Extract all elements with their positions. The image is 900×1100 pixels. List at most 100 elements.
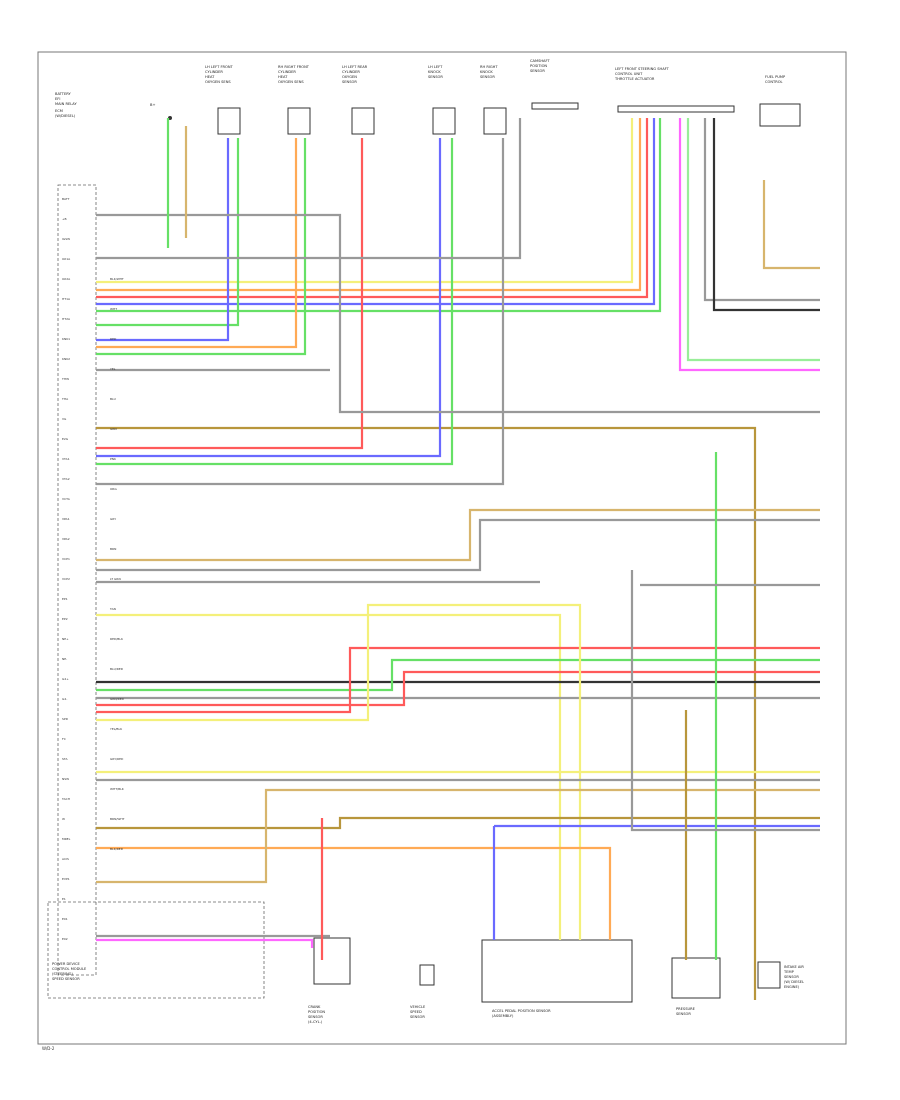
svg-text:KNOCK: KNOCK [428, 70, 441, 74]
ecm-pin-label: ACIS [62, 857, 69, 861]
ecm-pin-label: VG [62, 417, 67, 421]
svg-text:POSITION: POSITION [530, 64, 547, 68]
speed-sensor-component: VEHICLE SPEED SENSOR [410, 964, 435, 1019]
svg-text:SENSOR: SENSOR [410, 1015, 425, 1019]
wire-tan-1 [96, 508, 820, 562]
wire-group [96, 118, 820, 1000]
wire-color-label: BRN/WHT [110, 817, 125, 821]
ecm-pin-label: IGSW [62, 237, 70, 241]
svg-text:RH RIGHT FRONT: RH RIGHT FRONT [278, 65, 310, 69]
wire-grn-5 [96, 658, 820, 692]
svg-text:POSITION: POSITION [308, 1010, 325, 1014]
svg-text:FUEL PUMP: FUEL PUMP [765, 75, 786, 79]
ecm-pin-label: W [62, 817, 65, 821]
wire-color-label: RED [110, 337, 117, 341]
svg-text:CYLINDER: CYLINDER [342, 70, 360, 74]
svg-text:CYLINDER: CYLINDER [205, 70, 223, 74]
svg-text:HEAT: HEAT [205, 75, 215, 79]
ecm-pin-label: VPA1 [62, 517, 70, 521]
ecm-block [57, 184, 97, 976]
svg-text:SENSOR: SENSOR [784, 975, 799, 979]
ecm-pin-label: KNK2 [62, 357, 70, 361]
ecm-pin-label: FC [62, 737, 66, 741]
inj-rf-component: RH RIGHT FRONT CYLINDER HEAT OXYGEN SENS [278, 65, 311, 135]
ecm-pin-label: NE+ [62, 637, 69, 641]
ecm-label: POWER DEVICE CONTROL MODULE (STEERING) S… [52, 962, 87, 981]
ecm-pin-label: VPA2 [62, 537, 70, 541]
svg-text:OXYGEN SENS: OXYGEN SENS [205, 80, 231, 84]
accel-component: ACCEL PEDAL POSITION SENSOR (ASSEMBLY) [481, 939, 633, 1018]
wire-red-2 [96, 138, 364, 450]
wire-color-label: TAN [109, 607, 116, 611]
ecm-pin-label: VCTA [62, 497, 71, 501]
wire-blu-1 [96, 118, 656, 306]
ecm-pin-label: EP1 [62, 597, 68, 601]
wire-ltgrn-1 [686, 118, 820, 362]
wire-org-3 [96, 846, 612, 940]
ecm-pin-label: STA [62, 757, 69, 761]
svg-text:MAIN RELAY: MAIN RELAY [55, 102, 77, 106]
wire-org-2 [96, 138, 298, 349]
wire-tan-2 [96, 788, 820, 884]
svg-text:(W/DIESEL): (W/DIESEL) [55, 114, 76, 118]
ecm-pin-label: E01 [62, 917, 68, 921]
wire-color-label: WHT/BLK [110, 787, 125, 791]
ecm-bottom-box [47, 901, 265, 999]
svg-text:TEMP: TEMP [783, 970, 795, 974]
ecm-pin-label: E2G [62, 437, 69, 441]
knock-left-component: LH LEFT KNOCK SENSOR [428, 65, 456, 135]
wire-brn-1 [96, 426, 757, 1000]
svg-text:CONTROL: CONTROL [765, 80, 783, 84]
svg-text:CYLINDER: CYLINDER [278, 70, 296, 74]
wire-grn-4 [96, 138, 454, 466]
wire-color-label: GRY/RED [110, 757, 124, 761]
page-label: W/D-2 [42, 1046, 55, 1051]
wire-color-label: WHT [110, 307, 117, 311]
ecm-pin-label: NE- [62, 657, 67, 661]
wire-gry-10 [96, 118, 522, 260]
svg-text:LH LEFT FRONT: LH LEFT FRONT [205, 65, 234, 69]
wire-yel-1 [96, 118, 634, 284]
intake-component: INTAKE AIR TEMP SENSOR (W/ DIESEL ENGINE… [757, 961, 804, 989]
svg-text:OXYGEN SENS: OXYGEN SENS [278, 80, 304, 84]
wire-blu-3 [96, 138, 442, 458]
svg-text:POWER DEVICE: POWER DEVICE [52, 962, 81, 966]
wire-color-label: YEL [110, 367, 116, 371]
pressure-component: PRESSURE SENSOR [671, 957, 721, 1016]
wire-yel-2 [96, 613, 562, 940]
knock-right-component: RH RIGHT KNOCK SENSOR [480, 65, 507, 135]
svg-text:SPEED SENSOR: SPEED SENSOR [52, 977, 80, 981]
svg-text:CONTROL UNIT: CONTROL UNIT [615, 72, 643, 76]
inj-lf-component: LH LEFT FRONT CYLINDER HEAT OXYGEN SENS [205, 65, 241, 135]
svg-text:VEHICLE: VEHICLE [410, 1005, 426, 1009]
wire-grn-3 [96, 138, 307, 356]
wire-red-3 [96, 670, 820, 707]
svg-text:SENSOR: SENSOR [428, 75, 443, 79]
ecm-pin-label: TACH [61, 797, 70, 801]
svg-text:SENSOR: SENSOR [342, 80, 357, 84]
wire-gry-9 [96, 213, 820, 414]
svg-text:INTAKE AIR: INTAKE AIR [784, 965, 804, 969]
svg-text:LEFT FRONT STEERING SHAFT: LEFT FRONT STEERING SHAFT [615, 67, 670, 71]
ecm-pin-label: EVP1 [62, 877, 70, 881]
fuel-pump-component: FUEL PUMP CONTROL [759, 75, 801, 127]
svg-text:CAMSHAFT: CAMSHAFT [530, 59, 551, 63]
wire-color-label: BLU [110, 397, 116, 401]
svg-text:ECM: ECM [55, 109, 63, 113]
wire-tan-3 [762, 180, 820, 270]
svg-text:SENSOR: SENSOR [676, 1012, 691, 1016]
wire-color-label: BLU/RED [110, 667, 124, 671]
ecm-pin-label: HT2A [62, 317, 71, 321]
svg-text:OXYGEN: OXYGEN [342, 75, 357, 79]
svg-text:SENSOR: SENSOR [530, 69, 545, 73]
wire-blu-2 [96, 138, 230, 342]
ecm-pin-label: VCP1 [62, 557, 70, 561]
svg-text:LH LEFT: LH LEFT [428, 65, 443, 69]
ecm-pin-label: BATT [62, 197, 70, 201]
inj-lr-component: LH LEFT REAR CYLINDER OXYGEN SENSOR [342, 65, 375, 135]
svg-text:KNOCK: KNOCK [480, 70, 493, 74]
svg-text:HEAT: HEAT [278, 75, 288, 79]
wire-gry-11 [630, 570, 820, 832]
svg-text:EFI: EFI [55, 97, 60, 101]
